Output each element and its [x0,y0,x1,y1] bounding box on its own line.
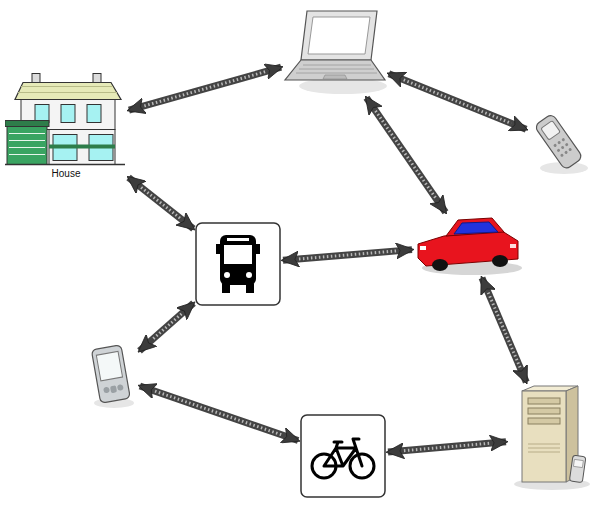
phone-illustration [528,108,592,178]
double-arrow [482,278,526,382]
pda-illustration [84,343,138,409]
double-arrow [366,98,445,213]
arrow-hatching [376,111,437,199]
double-arrow [283,250,412,261]
bike-illustration [300,414,386,498]
node-label: House [5,168,127,180]
car-illustration [414,214,522,276]
double-arrow [389,74,526,130]
double-arrow [129,177,194,228]
pda-graphic [91,345,134,408]
server-graphic [514,386,590,490]
phone-node [528,108,592,178]
server-node [508,384,592,492]
phone-graphic [534,113,588,174]
double-arrow [129,67,281,110]
arrow-hatching [299,251,396,259]
arrow-hatching [404,443,490,450]
server-illustration [508,384,592,492]
double-arrow [140,303,194,351]
arrow-hatching [144,72,265,106]
laptop-illustration [283,8,387,96]
bicycle-node [300,414,386,498]
pda-node [84,343,138,409]
arrow-hatching [152,314,182,340]
car-graphic [418,218,522,275]
house-graphic [5,74,125,165]
bus-graphic [196,223,280,305]
double-arrow [140,386,298,441]
bike-graphic [301,415,385,497]
arrow-hatching [141,187,181,218]
bus-illustration [195,222,281,306]
bus-node [195,222,281,306]
laptop-node [283,8,387,96]
arrow-hatching [404,80,512,124]
house-illustration [5,72,127,168]
double-arrow [388,442,506,452]
arrow-hatching [488,293,520,368]
arrow-hatching [155,391,283,435]
car-node [414,214,522,276]
laptop-graphic [285,11,387,94]
house-node: House [5,72,127,184]
